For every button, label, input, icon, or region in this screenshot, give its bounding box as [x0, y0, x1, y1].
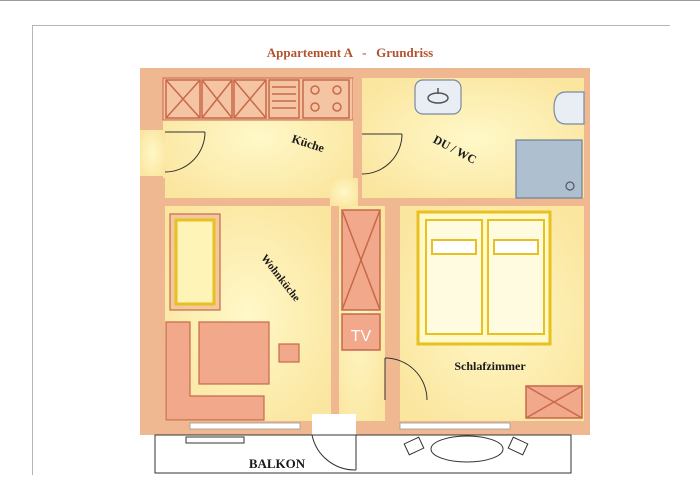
wardrobe-icon: [341, 209, 381, 311]
sofa-icon: [169, 213, 221, 311]
entrance-opening: [140, 130, 165, 176]
cabinet-x-3: [233, 79, 267, 119]
hall-opening: [330, 178, 358, 206]
shower-icon: [515, 139, 583, 199]
cabinet-x-2: [201, 79, 233, 119]
tv-label: TV: [351, 328, 372, 345]
tv-cabinet: [341, 313, 381, 351]
cabinet-x-1: [165, 79, 201, 119]
hall-bedroom-wall: [385, 206, 395, 356]
stool: [278, 343, 300, 363]
window-2: [399, 422, 511, 430]
bathroom-door: [361, 133, 403, 175]
frame-left-rule: [32, 25, 33, 475]
double-bed-icon: [416, 210, 552, 346]
kitchen-counter: [162, 77, 354, 121]
dining-table: [198, 321, 270, 385]
balcony-table-set: [403, 435, 529, 463]
balcony-planter: [185, 436, 245, 444]
room-label-bedroom: Schlafzimmer: [454, 359, 526, 373]
stove-icon: [302, 79, 350, 119]
bedroom-door: [384, 357, 428, 401]
washbasin-icon: [414, 79, 462, 115]
living-hall-wall: [331, 206, 339, 421]
living-left-wall: [156, 206, 165, 421]
frame-top-rule: [32, 25, 670, 26]
kitchen-bath-wall: [353, 78, 362, 134]
page-top-rule: [0, 0, 700, 1]
sink-drainboard: [268, 79, 300, 119]
kitchen-door: [164, 131, 206, 173]
left-wall-stub: [155, 178, 165, 206]
bedroom-cabinet-x: [525, 385, 583, 419]
plan-title: Appartement A - Grundriss: [266, 45, 434, 60]
l-bench-icon: [165, 321, 265, 421]
window-1: [189, 422, 301, 430]
toilet-icon: [553, 91, 585, 125]
balcony-door: [311, 434, 357, 471]
room-label-balcony: BALKON: [249, 456, 306, 471]
balcony-door-opening: [312, 414, 356, 436]
mid-wall: [163, 198, 584, 206]
